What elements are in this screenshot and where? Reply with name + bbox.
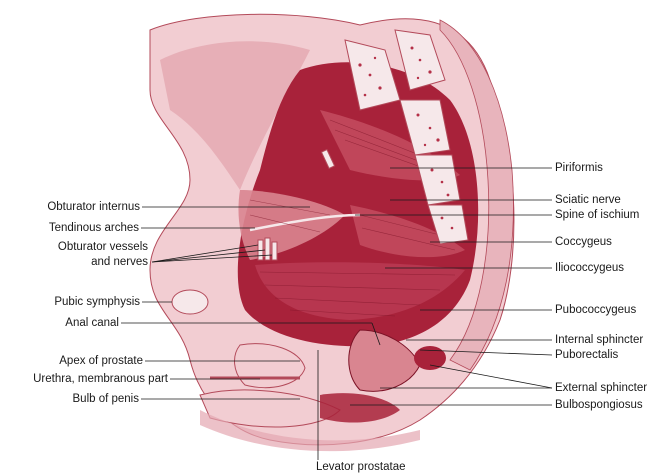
label-piriformis: Piriformis	[555, 162, 603, 174]
label-tendinous-arches: Tendinous arches	[48, 222, 139, 234]
coccygeus-muscle	[350, 205, 465, 258]
label-pubic-symphysis: Pubic symphysis	[54, 296, 140, 308]
label-pubococcygeus: Pubococcygeus	[555, 304, 637, 316]
perineal-tissue	[200, 410, 420, 452]
label-anal-canal: Anal canal	[65, 317, 119, 329]
sciatic-nerve-drawing	[320, 148, 336, 170]
label-apex-of-prostate: Apex of prostate	[59, 355, 143, 367]
tendinous-arch-line	[249, 213, 361, 232]
label-coccygeus: Coccygeus	[555, 236, 612, 248]
pubic-symphysis	[171, 289, 209, 315]
bone-marrow-dots	[358, 46, 454, 230]
external-sphincter	[414, 346, 446, 370]
label-obturator-vessels-line2: and nerves	[91, 256, 148, 268]
iliococcygeus-muscle	[255, 262, 465, 320]
sacrum-coccyx-bones	[344, 29, 469, 245]
label-iliococcygeus: Iliococcygeus	[555, 262, 625, 274]
ilium-shadow	[160, 41, 310, 190]
label-obturator-vessels-line1: Obturator vessels	[57, 241, 148, 253]
label-bulb-of-penis: Bulb of penis	[72, 393, 140, 405]
bulbospongiosus-muscle	[320, 393, 400, 423]
posterior-tissue-layers	[439, 19, 514, 371]
label-sciatic-nerve: Sciatic nerve	[555, 194, 621, 206]
label-levator-prostatae: Levator prostatae	[316, 461, 406, 473]
label-bulbospongiosus: Bulbospongiosus	[555, 399, 643, 411]
label-obturator-internus: Obturator internus	[47, 201, 140, 213]
label-external-sphincter: External sphincter	[555, 382, 648, 394]
anal-canal-region	[348, 329, 421, 392]
label-puborectalis: Puborectalis	[555, 349, 619, 361]
leader-lines	[121, 167, 553, 460]
label-spine-of-ischium: Spine of ischium	[555, 209, 640, 221]
label-internal-sphincter: Internal sphincter	[555, 334, 644, 346]
label-urethra-membranous: Urethra, membranous part	[33, 373, 168, 385]
